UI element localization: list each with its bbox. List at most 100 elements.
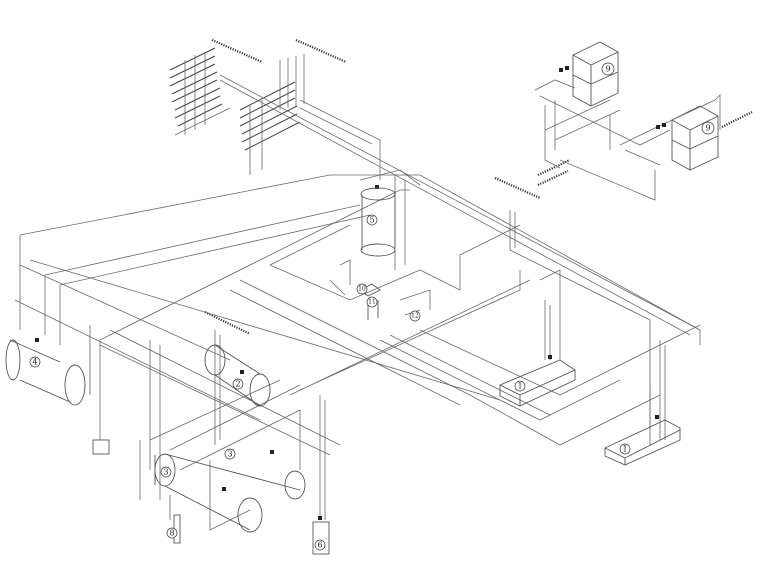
manifold-left	[169, 47, 231, 136]
note-text-5	[721, 111, 753, 128]
pipe-segment	[224, 448, 236, 460]
equipment-number: 10	[358, 286, 366, 293]
pipe-segment	[139, 395, 326, 520]
pipe-segment	[270, 450, 274, 454]
equipment-number: 2	[235, 380, 240, 389]
pipe-segment	[5, 339, 21, 381]
pump-base-1a	[499, 359, 576, 407]
pipe-segment	[174, 52, 231, 136]
pipe-segment	[329, 259, 431, 316]
pipe-segment	[64, 364, 86, 406]
pipe-segment	[375, 185, 379, 189]
pipe-segment	[559, 68, 563, 72]
pipe-segment	[314, 539, 326, 551]
pipe-segment	[379, 334, 621, 421]
pipe-segment	[284, 470, 306, 500]
label-pump-base-1b: 1	[619, 443, 631, 455]
equipment-number: 11	[368, 299, 376, 306]
pipe-segment	[9, 339, 71, 403]
label-unit-12: 12	[409, 310, 421, 322]
tank-pipes	[534, 79, 721, 201]
pipe-segment	[160, 466, 172, 478]
label-tank-9a: 9	[601, 62, 615, 76]
tank-5	[360, 187, 396, 257]
pipe-segment	[601, 62, 615, 76]
pipe-segment	[35, 338, 39, 342]
pipe-segment	[366, 214, 378, 226]
pipe-segment	[604, 419, 681, 466]
pipe-segment	[356, 283, 368, 295]
pipe-segment	[299, 99, 381, 180]
pipe-segment	[534, 79, 721, 201]
pipe-segment	[409, 310, 421, 322]
equipment-number: 6	[317, 541, 322, 550]
label-filter-6: 6	[314, 539, 326, 551]
pipe-segment	[149, 330, 221, 500]
pipe-segment	[222, 487, 226, 491]
equipment-number: 3	[163, 468, 168, 477]
pipe-segment	[572, 41, 619, 107]
note-text-3	[494, 176, 541, 200]
pipe-segment	[166, 527, 178, 539]
pipe-segment	[29, 356, 41, 368]
pipe-segment	[237, 497, 263, 533]
note-text-2	[295, 38, 347, 64]
pipe-segment	[149, 379, 301, 471]
pipe-segment	[619, 443, 631, 455]
pipe-segment	[240, 370, 244, 374]
pipe-segment	[499, 359, 576, 407]
main-pipes	[14, 74, 701, 531]
pipe-segment	[649, 340, 666, 445]
pipe-segment	[419, 324, 701, 396]
filter-6	[312, 521, 330, 555]
pipe-segment	[671, 105, 719, 171]
label-vessel-3a: 3	[224, 448, 236, 460]
pipe-segment	[289, 270, 531, 396]
manifold-right	[239, 54, 305, 175]
pipe-segment	[219, 74, 701, 345]
pipe-segment	[232, 378, 244, 390]
pipe-segment	[312, 521, 330, 555]
label-vessel-2: 2	[232, 378, 244, 390]
pipe-segment	[14, 259, 501, 421]
pipe-segment	[318, 516, 322, 520]
label-filter-8: 8	[166, 527, 178, 539]
pipe-segment	[361, 192, 396, 250]
pipe-segment	[154, 453, 301, 531]
pipe-segment	[565, 66, 569, 70]
label-unit-11: 11	[366, 296, 378, 308]
equipment-labels: 9 9 5 10 11 12 4 2 3 3 8 6 1 1	[29, 62, 715, 551]
vessel-4	[5, 339, 86, 406]
pipe-segment	[214, 344, 261, 407]
note-text-6	[537, 159, 571, 176]
pipe-segment	[229, 279, 661, 446]
equipment-number: 9	[705, 124, 710, 133]
note-text-7	[537, 170, 569, 186]
pipe-segment	[655, 415, 659, 419]
label-pump-base-1a: 1	[514, 380, 526, 392]
label-tank-9b: 9	[701, 121, 715, 135]
pipe-segment	[360, 187, 396, 201]
pipe-segment	[239, 81, 301, 151]
pipe-segment	[514, 380, 526, 392]
pipe-segment	[366, 296, 378, 308]
equipment-number: 3	[227, 450, 232, 459]
pipe-segment	[548, 355, 552, 359]
vessels-3	[154, 453, 306, 533]
pipe-segment	[662, 123, 666, 127]
vessel-2	[204, 344, 271, 407]
valves	[35, 66, 666, 520]
equipment-number: 5	[369, 216, 374, 225]
pipe-segment	[19, 174, 701, 331]
equipment-number: 9	[605, 65, 610, 74]
label-unit-10: 10	[356, 283, 368, 295]
note-text-4	[204, 311, 251, 335]
note-text-1	[211, 38, 263, 64]
box-drain	[92, 439, 110, 455]
label-tank-5: 5	[366, 214, 378, 226]
pipe-segment	[656, 125, 660, 129]
pipe-segment	[539, 269, 561, 360]
pump-base-1b	[604, 419, 681, 466]
